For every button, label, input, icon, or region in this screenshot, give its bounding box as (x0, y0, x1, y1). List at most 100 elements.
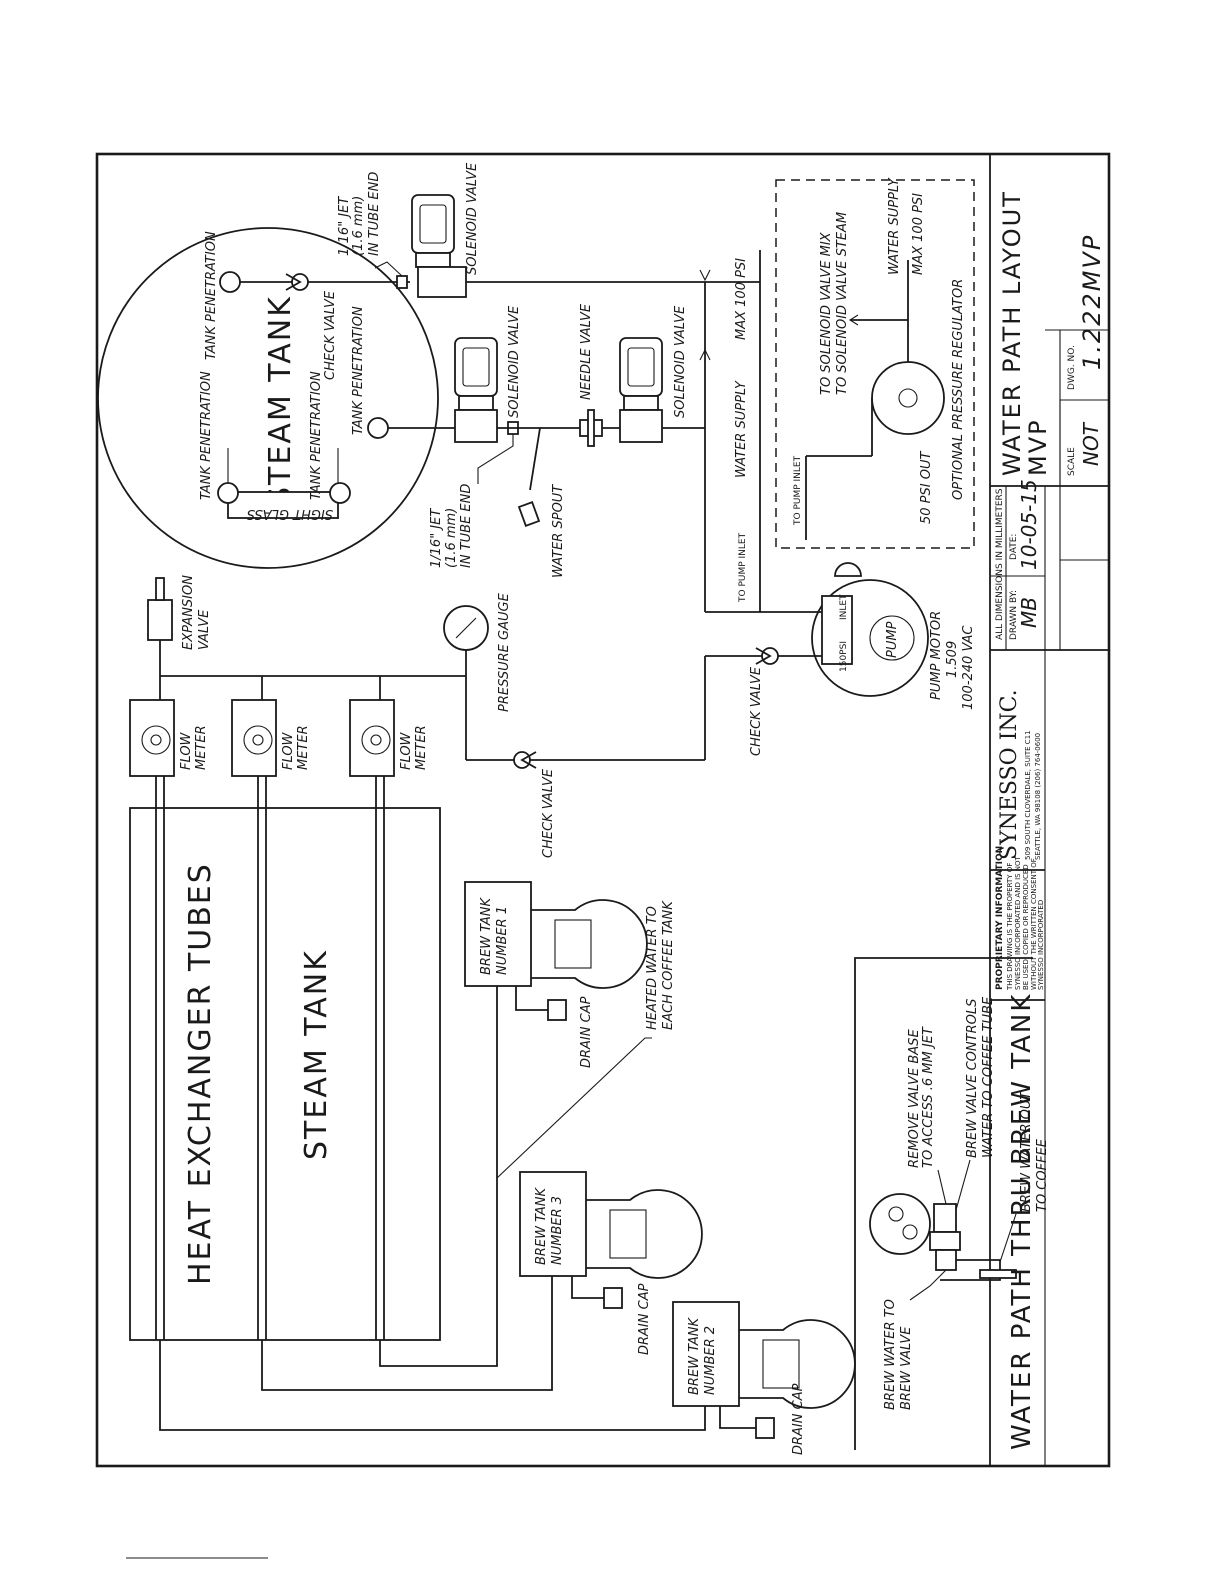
brew-in-leader (909, 1269, 947, 1301)
regulator-to-mix: TO SOLENOID VALVE MIX (819, 231, 834, 395)
proprietary-head: PROPRIETARY INFORMATION (995, 846, 1005, 990)
brew-out-2: TO COFFEE (1035, 1138, 1050, 1212)
brew-tank-2-inner (762, 1339, 800, 1389)
drain-cap-1-label: DRAIN CAP (579, 996, 594, 1068)
brew-tank-1-label-a: BREW TANK (479, 896, 494, 975)
proprietary-4: WITHOUT THE WRITTEN CONSENT OF (1030, 858, 1038, 990)
pump-voltage: 100-240 VAC (961, 625, 976, 710)
out-leader (999, 1213, 1017, 1263)
pump-motor-label: PUMP MOTOR (929, 611, 944, 700)
pump-inlet-label: INLET (839, 594, 849, 620)
water-spout (517, 501, 541, 527)
regulator-max-psi: MAX 100 PSI (911, 193, 926, 275)
tank-penetration-1 (217, 482, 239, 504)
drawing-title-2: MVP (1024, 418, 1052, 476)
jet-top-line2: (1.6 mm) (351, 196, 366, 256)
regulator-psi-out: 50 PSI OUT (919, 451, 934, 524)
needle-valve-stem (587, 409, 595, 447)
max-psi-label: MAX 100 PSI (734, 258, 749, 340)
drain-cap-3 (603, 1287, 623, 1309)
controls-leader (955, 1159, 971, 1211)
tube-3-to-brew-1 (379, 985, 498, 1367)
solenoid-valve-mid (454, 337, 498, 443)
proprietary-2: SYNESSO INCORPORATED AND IS NOT (1014, 855, 1022, 990)
pump-cap (834, 562, 862, 577)
remove-valve-leader (937, 1169, 947, 1205)
drain-2-line (719, 1406, 756, 1429)
tank-penetration-4 (219, 271, 241, 293)
pump-label: PUMP (885, 621, 900, 658)
heated-water-2: EACH COFFEE TANK (661, 900, 676, 1030)
drawing-title-1: WATER PATH LAYOUT (998, 190, 1026, 476)
steam-tank-title: STEAM TANK (263, 295, 298, 506)
brew-controls-1: BREW VALVE CONTROLS (965, 999, 980, 1158)
brew-tank-3-inner (609, 1209, 647, 1259)
proprietary-3: BE USED, COPIED OR REPRODUCED (1022, 864, 1030, 990)
pressure-gauge-needle (455, 617, 477, 639)
drain-3-line (571, 1276, 604, 1299)
heat-exchanger-tube-1 (155, 776, 165, 1340)
flow-meter-2-label-2: METER (296, 725, 311, 770)
drawn-by: MB (1017, 597, 1041, 628)
flow-meter-1-label-2: METER (194, 725, 209, 770)
scale-value: NOT (1079, 421, 1103, 466)
jet-mid-leader (477, 434, 514, 484)
long-steam-tank (129, 807, 441, 1341)
proprietary-5: SYNESSO INCORPORATED (1037, 900, 1045, 990)
jet-mid-line3: IN TUBE END (459, 484, 474, 568)
brew-tank-2-label-a: BREW TANK (687, 1316, 702, 1395)
brew-tank-2-label-b: NUMBER 2 (703, 1326, 718, 1395)
heat-exchanger-tube-3 (375, 776, 385, 1340)
brew-tank-1-group (531, 899, 648, 989)
drain-cap-3-label: DRAIN CAP (637, 1283, 652, 1355)
brew-tank-3 (519, 1171, 587, 1277)
regulator-optional: OPTIONAL PRESSURE REGULATOR (951, 279, 966, 500)
regulator-to-steam: TO SOLENOID VALVE STEAM (835, 212, 850, 395)
pump-head (869, 615, 915, 661)
check-valve-pump-arrow (755, 647, 772, 665)
flow-meter-2-label-1: FLOW (281, 731, 296, 770)
heated-water-1: HEATED WATER TO (645, 906, 660, 1030)
check-valve-left-arrow (520, 751, 537, 769)
brew-tank-1-inner (554, 919, 592, 969)
flow-meter-1 (129, 676, 175, 777)
expansion-valve (147, 599, 173, 641)
check-valve-top-arrow (285, 273, 302, 291)
flow-meter-3-label-2: METER (414, 725, 429, 770)
jet-top-line3: IN TUBE END (367, 172, 382, 256)
brew-tank-2 (672, 1301, 740, 1407)
brew-to-2: BREW VALVE (899, 1326, 914, 1410)
solenoid-valve-top-label: SOLENOID VALVE (465, 162, 480, 275)
regulator-box (775, 179, 975, 549)
tank-penetration-label-2: TANK PENETRATION (309, 371, 324, 500)
tank-penetration-3 (367, 417, 389, 439)
brew-out-1: BREW WATER OUT (1019, 1091, 1034, 1212)
drain-cap-2 (755, 1417, 775, 1439)
brew-tank-3-group (586, 1189, 703, 1279)
jet-top-leader (374, 261, 403, 277)
expansion-valve-label-2: VALVE (197, 609, 212, 650)
drain-cap-1 (547, 999, 567, 1021)
long-steam-tank-label: STEAM TANK (299, 949, 334, 1160)
pressure-regulator (871, 361, 945, 435)
pump-body (821, 595, 853, 665)
company-addr-2: SEATTLE, WA 98108 (206) 764-0600 (1034, 733, 1042, 860)
heat-exchanger-label: HEAT EXCHANGER TUBES (183, 862, 218, 1285)
proprietary-1: THIS DRAWING IS THE PROPERTY OF (1006, 863, 1014, 991)
tank-penetration-2 (329, 482, 351, 504)
tube-2-to-brew-3 (261, 1268, 553, 1391)
date-label: DATE: (1009, 534, 1019, 560)
regulator-core (898, 388, 918, 408)
brew-detail-frame (854, 957, 1033, 1450)
brew-controls-2: WATER TO COFFEE TUBE (981, 996, 996, 1158)
flow-meter-2 (231, 676, 277, 777)
jet-top (396, 275, 408, 289)
brew-tank-1 (464, 881, 532, 987)
dwg-no-label: DWG. NO. (1067, 345, 1077, 390)
pump-150psi-label: 150PSI (839, 641, 849, 672)
jet-top-line1: 1/16" JET (337, 196, 352, 256)
check-valve-pump-label: CHECK VALVE (749, 666, 764, 756)
jet-mid-line2: (1.6 mm) (444, 508, 459, 568)
brew-tank-1-label-b: NUMBER 1 (495, 906, 510, 975)
